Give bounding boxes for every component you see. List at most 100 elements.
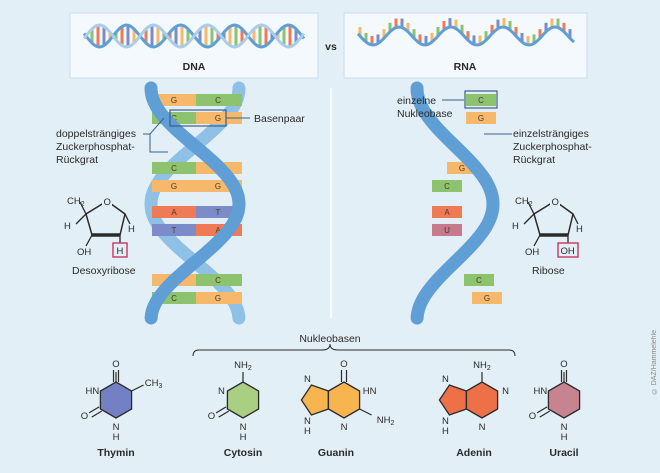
svg-text:H: H	[64, 221, 71, 232]
dna-backbone-label-3: Rückgrat	[56, 154, 98, 166]
svg-text:N: N	[561, 422, 568, 433]
rna-base-letter: C	[476, 276, 482, 285]
svg-text:N: N	[113, 422, 120, 433]
rna-base-rect	[466, 112, 496, 124]
base-letter-right: C	[215, 276, 221, 285]
svg-text:O: O	[340, 359, 347, 370]
svg-text:NH2: NH2	[234, 360, 252, 372]
nukleobasen-brace	[192, 343, 516, 357]
rna-base-rect	[472, 292, 502, 304]
base-letter-left: G	[171, 96, 177, 105]
base-left	[152, 206, 196, 218]
base-left	[152, 162, 196, 174]
adenin-six-ring	[465, 381, 499, 419]
adenin-five-ring	[438, 384, 468, 416]
cytosin-label: Cytosin	[224, 447, 263, 459]
svg-text:N: N	[218, 386, 225, 397]
thymin-ring	[99, 381, 133, 419]
cytosin-ring	[226, 381, 260, 419]
svg-text:OH: OH	[525, 247, 539, 258]
svg-text:N: N	[479, 422, 486, 433]
rna-base-rect	[464, 274, 494, 286]
svg-text:N: N	[442, 374, 449, 385]
desoxyribose-h-highlight	[112, 242, 128, 258]
single-base-box	[464, 90, 498, 109]
svg-text:N: N	[341, 422, 348, 433]
rna-backbone-label-2: Zuckerphosphat-	[513, 141, 592, 153]
dna-backbone-label-1: doppelsträngiges	[56, 128, 136, 140]
base-letter-left: T	[172, 226, 177, 235]
ribose-label: Ribose	[532, 265, 565, 277]
rna-base-rect	[432, 206, 462, 218]
einzelne-nukleobase-annotation: einzelne Nukleobase	[397, 90, 498, 120]
base-left	[152, 94, 196, 106]
svg-text:O: O	[208, 411, 215, 422]
svg-text:OH: OH	[561, 246, 575, 257]
dna-backbone-label-2: Zuckerphosphat-	[56, 141, 135, 153]
image-credit: © DAZ/Hammelehle	[651, 330, 658, 395]
base-letter-left: C	[171, 164, 177, 173]
base-letter-right: C	[215, 96, 221, 105]
base-right	[196, 292, 242, 304]
mini-strand-b	[82, 23, 306, 49]
svg-text:CH3: CH3	[145, 378, 163, 390]
svg-text:N: N	[240, 422, 247, 433]
svg-text:N: N	[442, 416, 449, 427]
base-letter-right: G	[215, 114, 221, 123]
rna-mini-helix	[356, 18, 576, 47]
base-letter-left: A	[171, 208, 177, 217]
svg-text:H: H	[117, 246, 124, 257]
svg-text:O: O	[560, 359, 567, 370]
svg-text:N: N	[502, 386, 509, 397]
nucleobase-structures: OHNNHOCH3ThyminNH2NNHOCytosinOHNNHOUraci…	[81, 359, 581, 459]
guanin-six-ring	[327, 381, 361, 419]
svg-text:O: O	[112, 359, 119, 370]
guanin-label: Guanin	[318, 447, 354, 459]
svg-text:N: N	[304, 416, 311, 427]
base-left	[152, 180, 196, 192]
nukleobasen-title: Nukleobasen	[299, 333, 360, 345]
rna-base-letter: G	[478, 114, 484, 123]
thymin-label: Thymin	[97, 447, 134, 459]
svg-text:HN: HN	[86, 386, 100, 397]
dna-title: DNA	[183, 61, 206, 73]
basenpaar-label: Basenpaar	[254, 113, 305, 125]
uracil-ring	[547, 381, 581, 419]
svg-text:O: O	[81, 411, 88, 422]
rna-base: G	[466, 112, 496, 124]
svg-text:NH2: NH2	[473, 360, 491, 372]
mini-rna-strand	[356, 25, 576, 47]
rna-base-rect	[466, 94, 496, 106]
rna-base: C	[432, 180, 462, 192]
base-letter-right: T	[216, 208, 221, 217]
rna-base-letter: C	[444, 182, 450, 191]
desoxyribose-structure: CH2 O H H OH H Desoxyribose	[64, 196, 136, 277]
rna-base-letter: C	[478, 96, 484, 105]
rna-header-box: RNA	[343, 12, 588, 79]
svg-text:N: N	[304, 374, 311, 385]
base-right	[196, 94, 242, 106]
basenpaar-annotation: Basenpaar	[169, 109, 305, 127]
svg-text:HN: HN	[534, 386, 548, 397]
uracil-label: Uracil	[549, 447, 578, 459]
svg-text:O: O	[529, 411, 536, 422]
desoxyribose-label: Desoxyribose	[72, 265, 136, 277]
rna-backbone-label-1: einzelsträngiges	[513, 128, 589, 140]
base-letter-left: C	[171, 294, 177, 303]
svg-text:CH2: CH2	[67, 196, 85, 208]
svg-text:H: H	[304, 426, 311, 437]
rna-backbone-annotation: einzelsträngiges Zuckerphosphat- Rückgra…	[484, 128, 592, 166]
single-base-label-2: Nukleobase	[397, 108, 453, 120]
vs-label: vs	[325, 41, 337, 53]
rna-base-rect	[432, 180, 462, 192]
base-letter-right: G	[215, 182, 221, 191]
svg-text:O: O	[552, 197, 559, 208]
rna-base: C	[464, 274, 494, 286]
rna-backbone-label-3: Rückgrat	[513, 154, 555, 166]
